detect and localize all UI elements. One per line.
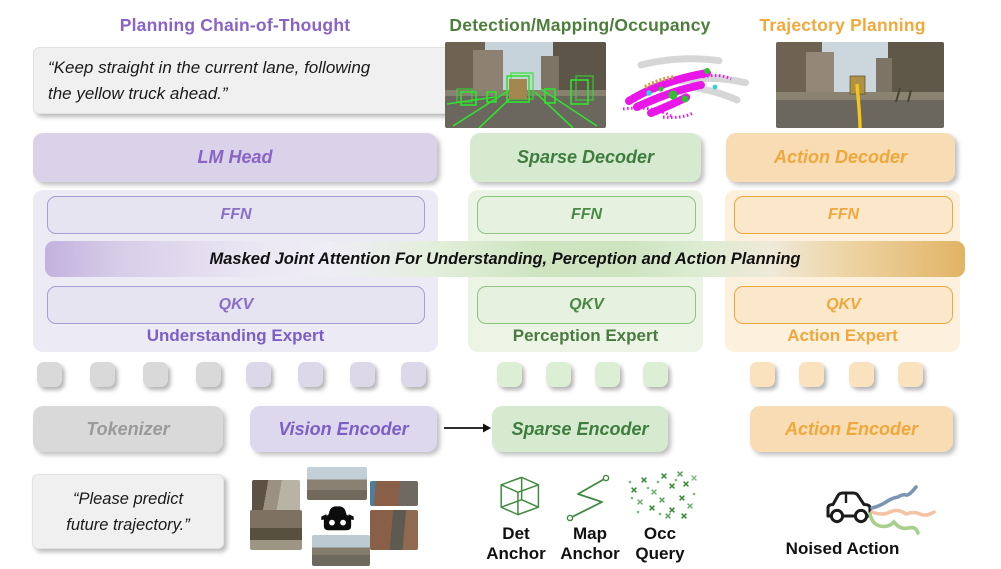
- noised-action-graphic: [822, 476, 947, 536]
- car-front-icon: [320, 503, 355, 532]
- understanding-ffn-block: FFN: [47, 196, 425, 234]
- sparse-token: [546, 362, 571, 387]
- tokenizer-block: Tokenizer: [33, 406, 223, 452]
- rear-right-camera-image: [370, 510, 418, 550]
- perception-expert-label: Perception Expert: [512, 326, 659, 345]
- det-anchor-cube-icon: [490, 470, 544, 522]
- token-row: [0, 362, 1001, 392]
- front-right-camera-image: [370, 481, 418, 506]
- cot-output-text-line2: the yellow truck ahead.”: [48, 83, 228, 103]
- sparse-token: [595, 362, 620, 387]
- noised-trajectory-salmon: [870, 508, 936, 517]
- action-token: [750, 362, 775, 387]
- vision-token: [246, 362, 271, 387]
- action-ffn-block: FFN: [734, 196, 953, 234]
- cot-output-text-line1: “Keep straight in the current lane, foll…: [48, 57, 371, 77]
- occ-query-scatter-icon: [624, 468, 702, 522]
- action-encoder-block: Action Encoder: [750, 406, 953, 452]
- understanding-qkv-block: QKV: [47, 286, 425, 324]
- sparse-encoder-block: Sparse Encoder: [492, 406, 668, 452]
- sparse-token: [497, 362, 522, 387]
- action-token: [898, 362, 923, 387]
- detection-result-image: [445, 42, 606, 128]
- cot-output-bubble: “Keep straight in the current lane, foll…: [33, 47, 453, 114]
- user-prompt-line1: “Please predict: [72, 489, 184, 508]
- action-token: [849, 362, 874, 387]
- header-trajectory-planning: Trajectory Planning: [759, 15, 926, 35]
- noised-trajectory-blue: [870, 485, 918, 510]
- action-expert-label: Action Expert: [787, 326, 898, 345]
- text-token: [143, 362, 168, 387]
- text-token: [37, 362, 62, 387]
- map-anchor-label: Map Anchor: [560, 524, 620, 563]
- action-qkv-block: QKV: [734, 286, 953, 324]
- surround-camera-grid: [248, 464, 438, 569]
- sparse-decoder-block: Sparse Decoder: [470, 133, 701, 182]
- sparse-token: [643, 362, 668, 387]
- header-planning-cot: Planning Chain-of-Thought: [119, 15, 351, 35]
- lm-head-block: LM Head: [33, 133, 437, 182]
- vision-encoder-block: Vision Encoder: [250, 406, 437, 452]
- rear-left-camera-image: [250, 510, 302, 550]
- masked-joint-attention-band: Masked Joint Attention For Understanding…: [45, 241, 965, 277]
- right-arrow-icon: [441, 419, 493, 437]
- occ-query-label: Occ Query: [635, 524, 685, 563]
- noised-action-label: Noised Action: [785, 539, 900, 558]
- action-decoder-block: Action Decoder: [726, 133, 955, 182]
- user-prompt-line2: future trajectory.”: [66, 515, 190, 534]
- action-token: [799, 362, 824, 387]
- header-detection-mapping-occupancy: Detection/Mapping/Occupancy: [449, 15, 711, 35]
- user-prompt-bubble: “Please predict future trajectory.”: [32, 474, 224, 549]
- det-anchor-label: Det Anchor: [486, 524, 546, 563]
- occupancy-pointcloud-image: [611, 43, 764, 127]
- perception-qkv-block: QKV: [477, 286, 696, 324]
- vision-token: [401, 362, 426, 387]
- front-camera-image: [307, 467, 367, 500]
- perception-ffn-block: FFN: [477, 196, 696, 234]
- vision-token: [298, 362, 323, 387]
- map-anchor-polyline-icon: [562, 472, 614, 522]
- text-token: [90, 362, 115, 387]
- understanding-expert-label: Understanding Expert: [146, 326, 325, 345]
- rear-camera-image: [312, 535, 370, 566]
- trajectory-result-image: [776, 42, 944, 128]
- car-side-icon: [826, 491, 872, 524]
- text-token: [196, 362, 221, 387]
- vision-token: [350, 362, 375, 387]
- noised-trajectory-green: [868, 512, 920, 535]
